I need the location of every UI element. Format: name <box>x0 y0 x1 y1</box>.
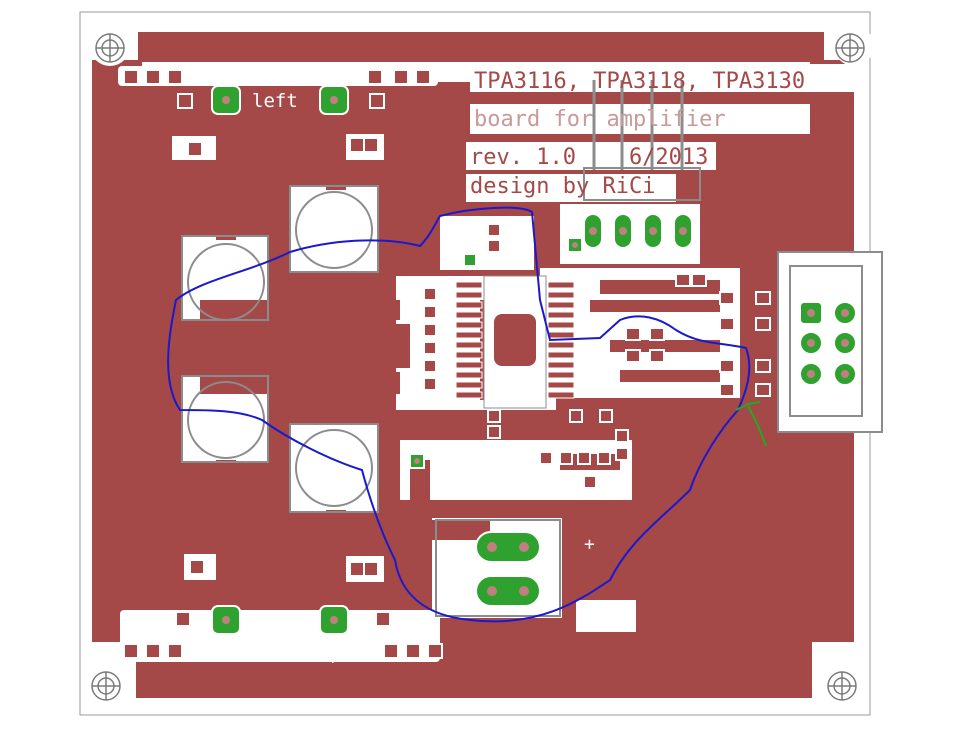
minus-mark-bottom-left: − <box>218 645 228 664</box>
title-line-3: rev. 1.0 6/2013 <box>470 145 708 170</box>
minus-mark-top-right: − <box>328 63 338 82</box>
silkscreen-labels: left right Ucc + − − + + <box>218 63 614 668</box>
title-line-2: board for amplifier <box>474 107 726 132</box>
header-pins <box>592 80 684 170</box>
component-outlines <box>181 167 883 617</box>
label-ucc: Ucc <box>580 608 614 630</box>
label-right: right <box>248 611 305 633</box>
title-block: TPA3116, TPA3118, TPA3130 board for ampl… <box>470 69 805 199</box>
blue-annotation-outline <box>167 206 751 623</box>
ic-pins-left <box>455 281 483 399</box>
smd-pads <box>123 69 771 659</box>
ic-pins-right <box>547 281 575 399</box>
plus-mark-bottom-right: + <box>328 649 338 668</box>
mounting-holes <box>91 33 865 701</box>
amplifier-ic <box>483 275 547 409</box>
title-line-1: TPA3116, TPA3118, TPA3130 <box>474 69 805 94</box>
pad-drills <box>222 96 849 624</box>
plus-mark-ucc: + <box>584 534 595 555</box>
label-left: left <box>252 90 298 112</box>
green-arrow-annotation <box>735 401 767 447</box>
title-line-4: design by RiCi <box>470 174 655 199</box>
plus-mark-top-left: + <box>218 63 228 82</box>
